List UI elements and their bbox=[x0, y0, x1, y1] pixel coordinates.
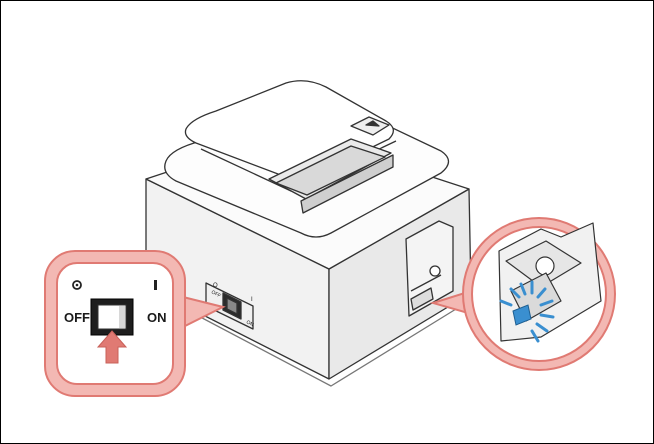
led-callout bbox=[429, 217, 616, 371]
up-arrow-icon bbox=[96, 330, 128, 364]
off-label: OFF bbox=[64, 310, 90, 325]
side-off-symbol: O bbox=[213, 283, 218, 289]
light-rays-icon bbox=[499, 280, 555, 343]
side-off-label: OFF bbox=[210, 289, 222, 299]
printer bbox=[145, 80, 472, 387]
on-label: ON bbox=[147, 310, 167, 325]
power-off-symbol-icon bbox=[72, 280, 82, 290]
side-on-symbol: I bbox=[251, 297, 253, 303]
power-on-symbol-icon bbox=[154, 280, 157, 290]
rocker-switch[interactable] bbox=[90, 298, 134, 336]
power-led-icon bbox=[512, 304, 532, 326]
side-on-label: ON bbox=[245, 319, 255, 328]
switch-callout: OFF ON bbox=[44, 250, 226, 397]
